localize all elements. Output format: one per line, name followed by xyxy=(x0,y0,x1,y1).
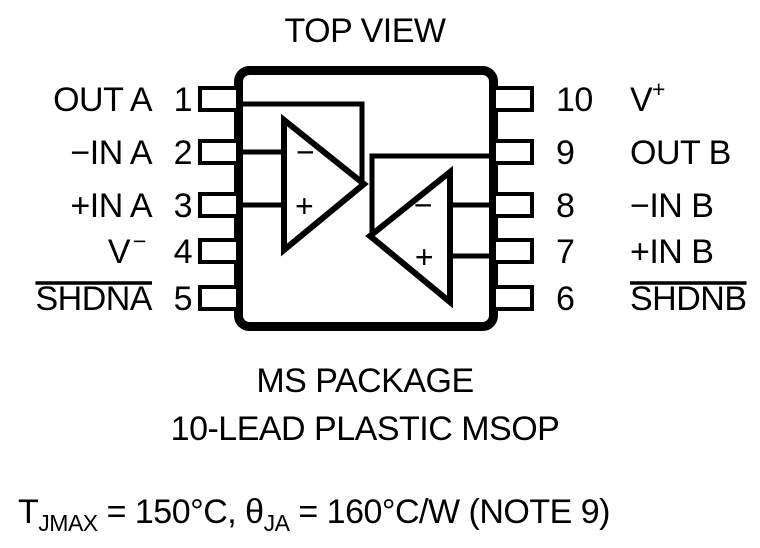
pin-label-shdna: SHDNA xyxy=(35,280,152,318)
package-name-line1: MS PACKAGE xyxy=(256,362,473,400)
package-body-outline xyxy=(234,66,498,331)
pin-number-10: 10 xyxy=(556,81,593,119)
pin-label-plus-in-a: +IN A xyxy=(70,187,152,225)
pin-number-6: 6 xyxy=(556,280,574,318)
pin-number-2: 2 xyxy=(174,134,192,172)
pin-label-plus-in-b: +IN B xyxy=(630,233,713,271)
thermal-theta-value: = 160°C/W (NOTE 9) xyxy=(289,493,610,531)
pin-number-9: 9 xyxy=(556,134,574,172)
amp-a-triangle xyxy=(281,113,369,257)
page-title: TOP VIEW xyxy=(284,12,445,50)
left-pin-numbers: 1 2 3 4 5 xyxy=(174,81,193,318)
amp-b-output-wire xyxy=(369,153,491,236)
thermal-theta-symbol: θ xyxy=(245,493,263,531)
pin-label-shdnb: SHDNB xyxy=(630,280,747,318)
amp-a-minus-sign: − xyxy=(296,134,314,170)
thermal-theta-subscript: JA xyxy=(264,510,291,536)
package-name-line2: 10-LEAD PLASTIC MSOP xyxy=(171,410,560,448)
amp-a-output-wire xyxy=(241,101,365,184)
amp-b-plus-sign: + xyxy=(415,239,433,275)
thermal-t-symbol: T xyxy=(18,493,38,531)
lead-pin-6 xyxy=(492,285,534,311)
pin-label-v-plus: V xyxy=(630,81,653,119)
lead-pin-7 xyxy=(492,238,534,264)
thermal-t-subscript: JMAX xyxy=(38,510,98,536)
pin-label-v-plus-superscript: + xyxy=(652,76,665,102)
pin-number-8: 8 xyxy=(556,187,574,225)
left-pin-labels: OUT A −IN A +IN A V − SHDNA xyxy=(35,81,153,318)
lead-pin-8 xyxy=(492,192,534,218)
amp-a-plus-sign: + xyxy=(295,188,313,224)
pin-number-5: 5 xyxy=(174,280,192,318)
left-pin-leads xyxy=(198,86,240,311)
lead-pin-5 xyxy=(198,285,240,311)
pin-label-minus-in-a: −IN A xyxy=(70,134,152,172)
pin-label-v-minus-superscript: − xyxy=(133,228,146,254)
lead-pin-3 xyxy=(198,192,240,218)
pin-number-4: 4 xyxy=(174,233,192,271)
pin-number-1: 1 xyxy=(174,81,192,119)
lead-pin-9 xyxy=(492,139,534,165)
lead-pin-10 xyxy=(492,86,534,112)
right-pin-numbers: 10 9 8 7 6 xyxy=(556,81,593,318)
thermal-spec-line: TJMAX = 150°C, θJA = 160°C/W (NOTE 9) xyxy=(18,493,610,536)
amp-b-minus-sign: − xyxy=(414,187,432,223)
thermal-t-value: = 150°C, xyxy=(98,493,246,531)
lead-pin-4 xyxy=(198,238,240,264)
pin-number-7: 7 xyxy=(556,233,574,271)
amp-b-triangle xyxy=(365,165,453,309)
pin-label-out-b: OUT B xyxy=(630,134,731,172)
pin-label-minus-in-b: −IN B xyxy=(630,187,713,225)
pin-number-3: 3 xyxy=(174,187,192,225)
pin-label-out-a: OUT A xyxy=(53,81,153,119)
right-pin-leads xyxy=(492,86,534,311)
right-pin-labels: V + OUT B −IN B +IN B SHDNB xyxy=(630,76,747,318)
lead-pin-2 xyxy=(198,139,240,165)
pin-label-v-minus: V xyxy=(108,233,131,271)
lead-pin-1 xyxy=(198,86,240,112)
